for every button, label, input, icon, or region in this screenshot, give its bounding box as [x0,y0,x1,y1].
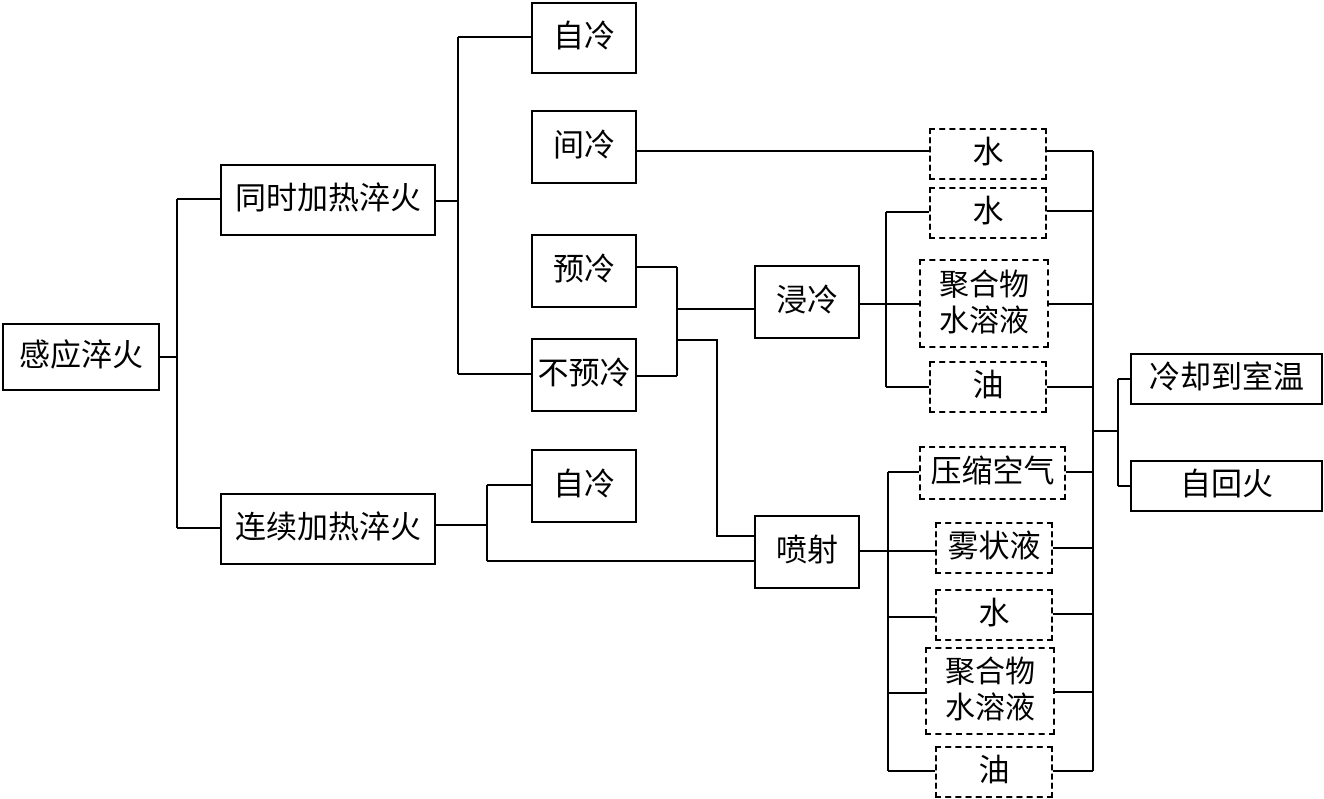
medium-polymer-solution-spray: 聚合物 水溶液 [925,647,1055,735]
result-cool-to-room-temperature: 冷却到室温 [1130,353,1323,405]
medium-water-spray: 水 [935,589,1053,641]
node-continuous-heating-quench: 连续加热淬火 [220,493,436,565]
node-simultaneous-heating-quench: 同时加热淬火 [220,164,436,236]
node-immersion-cooling: 浸冷 [754,265,860,339]
medium-mist: 雾状液 [935,522,1053,574]
medium-water-immersion: 水 [929,187,1047,239]
node-interval-cooling: 间冷 [531,110,637,184]
node-induction-quenching: 感应淬火 [2,323,160,391]
node-self-cooling-bottom: 自冷 [531,449,637,523]
node-no-pre-cooling: 不预冷 [531,338,637,412]
node-self-cooling-top: 自冷 [531,2,637,74]
result-self-tempering: 自回火 [1130,460,1323,512]
medium-oil-immersion: 油 [929,361,1047,413]
node-pre-cooling: 预冷 [531,234,637,308]
medium-polymer-solution-immersion: 聚合物 水溶液 [919,259,1049,348]
node-spray: 喷射 [754,515,860,589]
medium-water-interval: 水 [929,128,1047,180]
medium-compressed-air: 压缩空气 [919,446,1066,500]
medium-oil-spray: 油 [935,746,1053,798]
